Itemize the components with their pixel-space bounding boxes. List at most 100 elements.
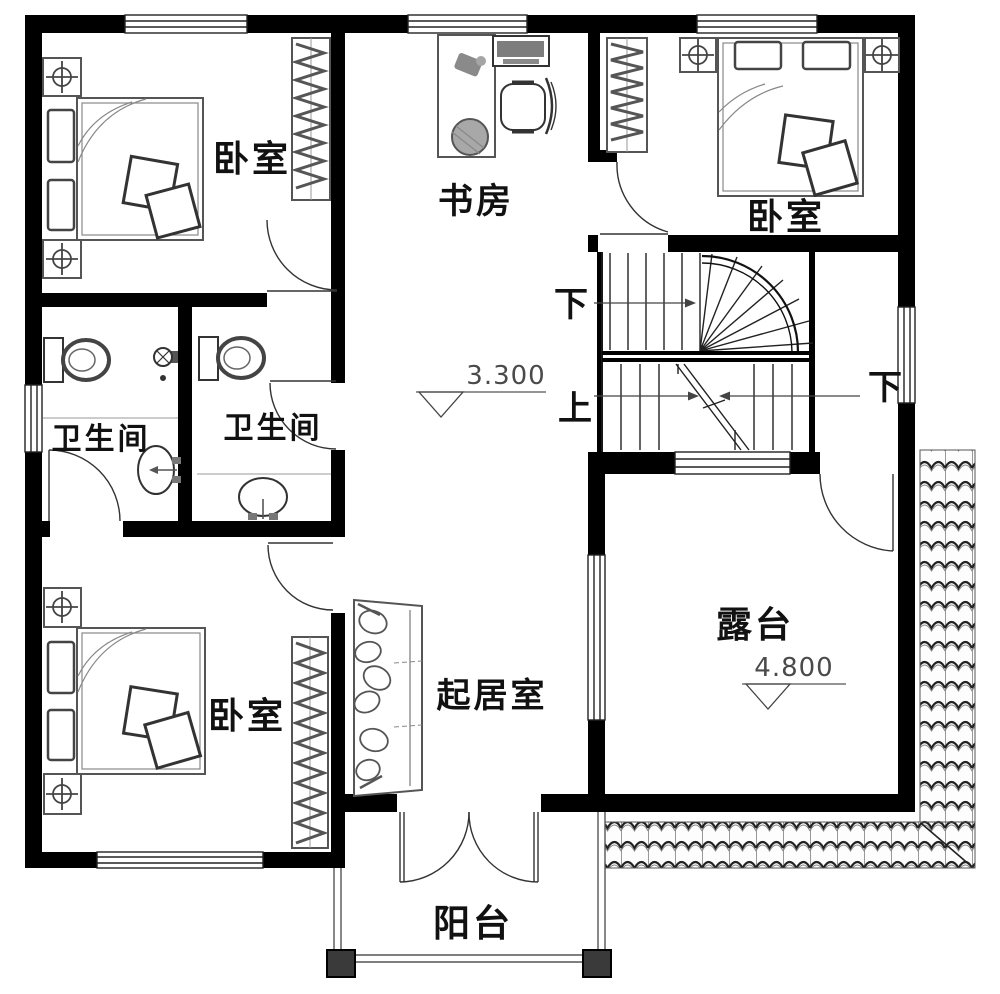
quilt-fold <box>77 98 147 163</box>
cushion <box>800 138 860 198</box>
door-bedroom-bottom-left <box>267 542 334 611</box>
pillow <box>733 40 783 71</box>
stair-landing-rail <box>602 351 814 355</box>
window-top-left <box>124 14 248 34</box>
roof-hip-line <box>921 823 972 867</box>
level-marker-hall: 3.300 <box>416 361 546 418</box>
room-label-living-room: 起居室 <box>437 676 548 715</box>
stair-arrow-up <box>594 391 699 401</box>
shower-icon <box>153 347 178 381</box>
stair-arrow-down-lower <box>719 391 860 401</box>
pillow <box>46 178 76 232</box>
sofa-pillow <box>362 665 392 691</box>
sofa-pillow <box>354 640 382 664</box>
office-chair <box>500 77 557 135</box>
room-labels: 卧室 书房 卧室 卫生间 卫生间 卧室 起居室 露台 阳台 下 上 下 <box>52 138 903 944</box>
stair-treads-upper <box>609 253 701 351</box>
door-bathroom-left <box>48 449 121 522</box>
level-marker-terrace: 4.800 <box>742 653 846 710</box>
sofa-pillow <box>353 690 381 714</box>
pillow <box>46 708 76 762</box>
window-living-terrace <box>587 554 606 721</box>
room-label-bedroom-top-left: 卧室 <box>213 138 291 179</box>
cushion <box>144 182 202 240</box>
elevation-triangle-icon <box>744 683 792 710</box>
sink-icon <box>238 477 288 520</box>
stair-treads-lower <box>620 364 793 450</box>
window-terrace-top <box>674 451 791 475</box>
door-bedroom-top-left <box>266 219 338 292</box>
room-label-balcony: 阳台 <box>433 903 513 944</box>
bathroom-right-fixtures <box>197 336 331 520</box>
stair-handrail-curve-inner <box>701 262 793 353</box>
window-top-study <box>407 14 528 34</box>
balcony-railing <box>333 812 606 963</box>
quilt-fold <box>718 83 784 131</box>
stair-break-line <box>675 363 750 451</box>
window-top-right <box>696 14 818 34</box>
pillow <box>46 640 76 695</box>
roof-tiles-right-strip <box>919 449 976 823</box>
stairs-down-right-label: 下 <box>868 369 902 407</box>
phone-dial <box>476 56 486 66</box>
quilt-fold <box>77 628 147 693</box>
lamp-icon <box>46 778 78 810</box>
window-right-stair <box>897 306 916 404</box>
window-left-bathroom <box>24 384 43 453</box>
study-desk <box>437 34 550 158</box>
bed-top-left <box>42 57 204 279</box>
window-bottom-bedroom <box>96 851 264 869</box>
stairs-down-left-label: 下 <box>554 286 588 324</box>
sofa-pillow <box>358 609 388 635</box>
lamp-icon <box>46 243 78 275</box>
door-balcony-french <box>399 811 539 883</box>
level-value-terrace: 4.800 <box>754 653 833 683</box>
bed-top-right <box>679 37 900 198</box>
sink-icon <box>137 445 181 495</box>
stair-handrail-curve <box>701 254 800 353</box>
room-label-bedroom-bottom-left: 卧室 <box>208 695 286 736</box>
windows <box>24 14 916 869</box>
pillow <box>801 40 852 71</box>
level-value-hall: 3.300 <box>466 361 545 391</box>
pillow <box>46 108 76 164</box>
room-label-bathroom-left: 卫生间 <box>52 423 151 456</box>
door-terrace <box>819 473 894 552</box>
sofa-pillow <box>359 727 389 753</box>
walls <box>25 15 915 868</box>
doors <box>48 161 894 883</box>
wardrobe-bottom-left <box>291 636 329 849</box>
keyboard-icon <box>503 59 539 64</box>
cushion <box>142 710 203 771</box>
wardrobe-top-right <box>606 37 648 153</box>
room-label-bedroom-top-right: 卧室 <box>747 196 825 237</box>
toilet-icon <box>198 336 266 381</box>
phone-icon <box>454 52 483 77</box>
lamp-icon <box>46 61 78 93</box>
room-label-study: 书房 <box>438 182 514 221</box>
balcony-column <box>326 949 356 978</box>
lamp-icon <box>46 591 78 623</box>
toilet-icon <box>43 337 111 383</box>
stair-arrow-down-upper <box>594 298 696 308</box>
room-label-bathroom-right: 卫生间 <box>224 412 323 445</box>
elevation-triangle-icon <box>417 391 465 418</box>
lamp-icon <box>866 39 898 71</box>
balcony-column <box>582 949 612 978</box>
bathroom-left-fixtures <box>43 337 181 495</box>
door-bedroom-top-right <box>600 161 669 235</box>
stair-winder-treads <box>699 253 814 352</box>
monitor-icon <box>497 41 544 57</box>
staircase <box>594 252 860 452</box>
sofa <box>353 598 423 798</box>
stair-landing-rail-2 <box>602 358 814 362</box>
stairs-up-label: 上 <box>558 390 592 428</box>
wardrobe-top-left <box>291 37 331 201</box>
bed-bottom-left <box>43 587 206 815</box>
sofa-pillow <box>355 758 381 782</box>
lamp-icon <box>682 39 714 71</box>
room-label-terrace: 露台 <box>716 604 794 645</box>
roof-tiles-bottom-strip <box>604 821 976 869</box>
